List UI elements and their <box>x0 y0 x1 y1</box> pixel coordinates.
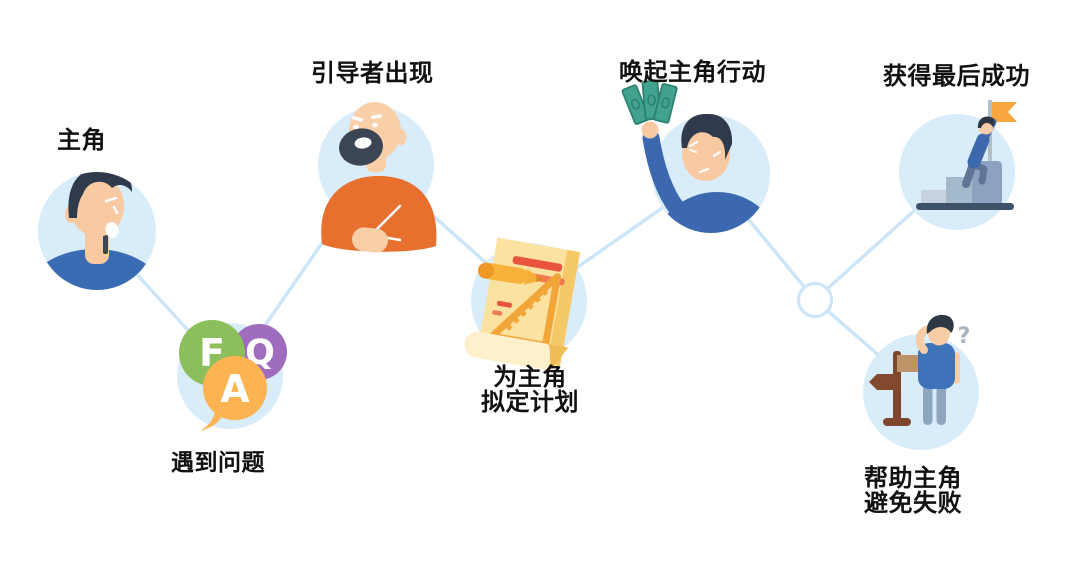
money-bill-1-oval <box>631 98 641 110</box>
label-guide: 引导者出现 <box>311 59 434 87</box>
scroll-paper-fold <box>547 249 581 367</box>
stairs-base <box>916 203 1014 210</box>
label-success: 获得最后成功 <box>883 62 1030 90</box>
signpost-base <box>883 418 911 426</box>
guide-eye-right <box>372 122 378 128</box>
lost-person-leg-right <box>936 382 946 425</box>
action-hair <box>681 113 733 160</box>
stairs-flag-icon <box>916 100 1017 210</box>
guide-shirt <box>321 176 437 252</box>
pencil-icon <box>477 262 544 285</box>
faq-bubbles-icon: F Q A <box>179 320 287 431</box>
guide-eye-left <box>353 124 359 130</box>
label-problem: 遇到问题 <box>171 450 265 476</box>
signpost-person-icon: ? <box>869 314 971 426</box>
action-head <box>682 127 730 181</box>
lost-person-hair <box>926 314 954 334</box>
plan-scroll-icon <box>464 237 581 371</box>
protagonist-avatar-icon <box>38 172 156 290</box>
climber-hair <box>977 116 995 128</box>
junction-circle <box>796 281 834 319</box>
protagonist-hair <box>68 172 133 218</box>
flag <box>992 102 1017 122</box>
lost-person-arm-raised <box>915 325 933 354</box>
money-bill-1 <box>621 84 650 125</box>
signpost-arrow-left <box>869 374 898 390</box>
action-raised-arm <box>642 129 687 219</box>
guide-eyebrow-left <box>352 116 363 122</box>
label-avoid-failure: 帮助主角 避免失败 <box>832 466 994 516</box>
climber-person <box>962 116 997 188</box>
protagonist-shirt <box>38 249 156 290</box>
protagonist-mouth <box>105 222 119 238</box>
action-hand <box>641 121 659 139</box>
money-bill-3-oval <box>661 97 670 109</box>
label-plan: 为主角 拟定计划 <box>449 365 611 415</box>
money-bills-icon <box>621 79 678 125</box>
lost-person-shirt <box>918 343 955 389</box>
guide-hand <box>352 227 388 253</box>
scroll-dash-2 <box>492 310 503 316</box>
guide-eyebrow-right <box>370 114 382 120</box>
action-face-marks <box>688 140 722 174</box>
guide-avatar-icon <box>321 102 437 253</box>
question-mark: ? <box>958 324 971 349</box>
label-plan-line1: 为主角 <box>493 363 567 391</box>
pencil-tip-point <box>535 275 544 283</box>
scroll-curl <box>464 331 556 370</box>
money-bill-3 <box>653 83 678 124</box>
guide-smile <box>354 137 372 149</box>
label-plan-line2: 拟定计划 <box>481 388 579 416</box>
label-avoid-failure-line1: 帮助主角 <box>864 464 962 492</box>
protagonist-face-marks <box>104 196 119 215</box>
stair-step-1 <box>921 190 946 203</box>
label-avoid-failure-line2: 避免失败 <box>864 489 962 517</box>
stair-column <box>972 161 1002 203</box>
label-protagonist: 主角 <box>57 126 106 154</box>
scroll-dash-1 <box>496 300 512 308</box>
label-action: 唤起主角行动 <box>619 58 766 86</box>
faq-letter-a: A <box>220 367 250 411</box>
faq-a-bubble <box>203 356 267 420</box>
money-bill-2-oval <box>647 94 656 106</box>
scroll-curl-shadow <box>548 344 569 371</box>
scroll-text-bar-1 <box>512 256 563 272</box>
pencil-cap <box>477 262 494 279</box>
lost-person-leg-left <box>923 382 933 425</box>
